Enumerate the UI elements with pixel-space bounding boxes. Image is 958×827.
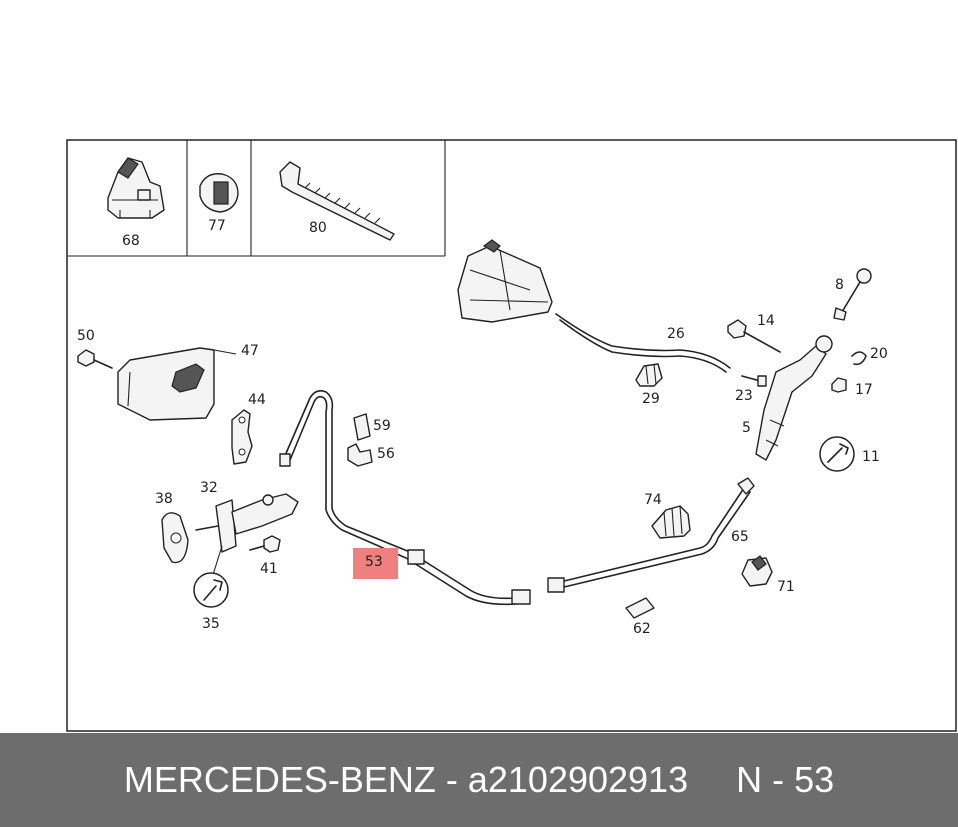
part-68-bracket[interactable] <box>107 157 165 219</box>
footer-bar: MERCEDES-BENZ - a2102902913 N - 53 <box>0 733 958 827</box>
part-5-master-cylinder[interactable] <box>755 335 833 461</box>
label-17: 17 <box>855 382 873 398</box>
label-38: 38 <box>155 491 173 507</box>
part-44-bracket[interactable] <box>231 409 253 465</box>
label-14: 14 <box>757 313 775 329</box>
label-20: 20 <box>870 346 888 362</box>
part-62-sleeve[interactable] <box>625 597 655 619</box>
diagram-frame <box>66 139 957 732</box>
parts-diagram: 68 77 80 26 29 14 8 5 <box>66 139 957 732</box>
part-14-bolt[interactable] <box>727 319 781 353</box>
part-8-pushrod[interactable] <box>833 268 872 321</box>
label-8: 8 <box>835 277 844 293</box>
part-56-clip[interactable] <box>347 443 373 467</box>
label-23: 23 <box>735 388 753 404</box>
footer-title: MERCEDES-BENZ - a2102902913 <box>123 759 689 800</box>
label-35: 35 <box>202 616 220 632</box>
label-44: 44 <box>248 392 266 408</box>
part-80-cable-tie[interactable] <box>279 161 395 241</box>
part-41-bolt[interactable] <box>249 535 281 553</box>
label-65: 65 <box>731 529 749 545</box>
part-29-grommet[interactable] <box>635 363 663 387</box>
part-53-hydraulic-line[interactable] <box>279 390 531 606</box>
label-29: 29 <box>642 391 660 407</box>
part-47-shield[interactable] <box>117 347 237 421</box>
fluid-reservoir[interactable] <box>457 239 553 323</box>
label-59: 59 <box>373 418 391 434</box>
part-23-screw[interactable] <box>741 375 767 387</box>
highlight-53 <box>353 548 398 579</box>
label-41: 41 <box>260 561 278 577</box>
part-38-gasket[interactable] <box>161 512 189 564</box>
part-59-sleeve[interactable] <box>353 413 371 441</box>
part-11-tool-symbol[interactable] <box>819 436 855 472</box>
part-17-nut[interactable] <box>831 377 847 393</box>
part-71-mount[interactable] <box>741 555 773 587</box>
part-74-boot[interactable] <box>651 505 691 539</box>
part-77-plug[interactable] <box>199 173 239 213</box>
label-32: 32 <box>200 480 218 496</box>
label-11: 11 <box>862 449 880 465</box>
part-35-tool-symbol[interactable] <box>193 545 229 608</box>
part-50-bolt[interactable] <box>77 349 113 369</box>
part-26-hose[interactable] <box>555 313 731 369</box>
label-53: 53 <box>365 554 383 570</box>
label-74: 74 <box>644 492 662 508</box>
part-32-slave-cylinder[interactable] <box>195 493 299 553</box>
label-77: 77 <box>208 218 226 234</box>
footer-ref: N - 53 <box>736 759 835 800</box>
label-56: 56 <box>377 446 395 462</box>
label-68: 68 <box>122 233 140 249</box>
part-20-circlip[interactable] <box>851 351 867 366</box>
part-65-hose[interactable] <box>547 477 755 593</box>
label-26: 26 <box>667 326 685 342</box>
inset-boxes <box>67 140 446 257</box>
label-62: 62 <box>633 621 651 637</box>
label-71: 71 <box>777 579 795 595</box>
label-50: 50 <box>77 328 95 344</box>
label-80: 80 <box>309 220 327 236</box>
label-5: 5 <box>742 420 751 436</box>
label-47: 47 <box>241 343 259 359</box>
